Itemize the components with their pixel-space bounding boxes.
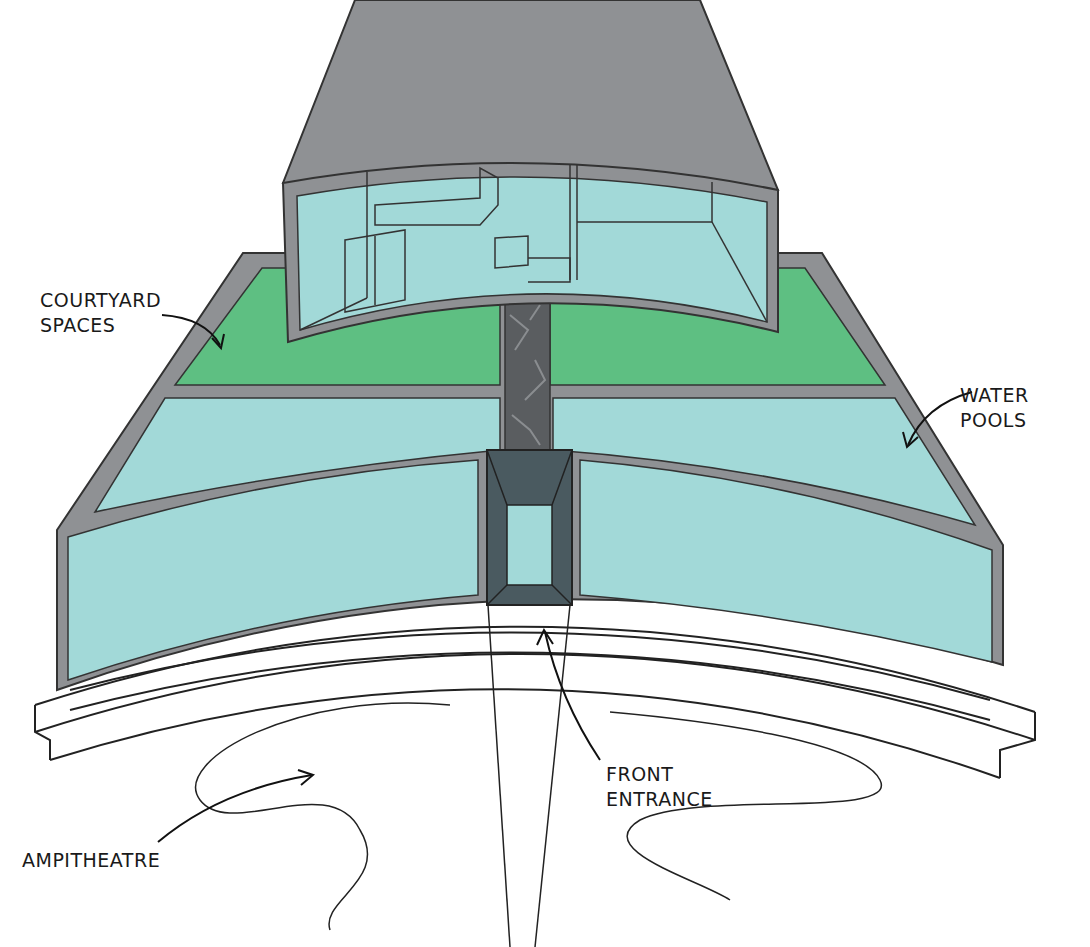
callout-label: AMPITHEATRE xyxy=(22,848,222,873)
platform-base xyxy=(57,253,1003,690)
leader-lines xyxy=(158,315,972,842)
walkway xyxy=(505,295,550,450)
water-pool xyxy=(68,460,478,680)
door xyxy=(507,505,552,585)
water-pool xyxy=(580,460,992,662)
callout-label: WATER POOLS xyxy=(960,383,1080,432)
callout-label: COURTYARD SPACES xyxy=(40,288,170,337)
interior-lines xyxy=(300,165,767,330)
aisle-lines xyxy=(488,605,570,947)
tower-roof xyxy=(283,0,778,190)
door-bevel xyxy=(487,450,572,605)
walkway-texture xyxy=(510,305,545,445)
door-frame xyxy=(487,450,572,605)
ground-scribbles xyxy=(196,703,882,930)
glass-box-frame xyxy=(283,163,778,342)
callout-label: FRONT ENTRANCE xyxy=(606,762,766,811)
